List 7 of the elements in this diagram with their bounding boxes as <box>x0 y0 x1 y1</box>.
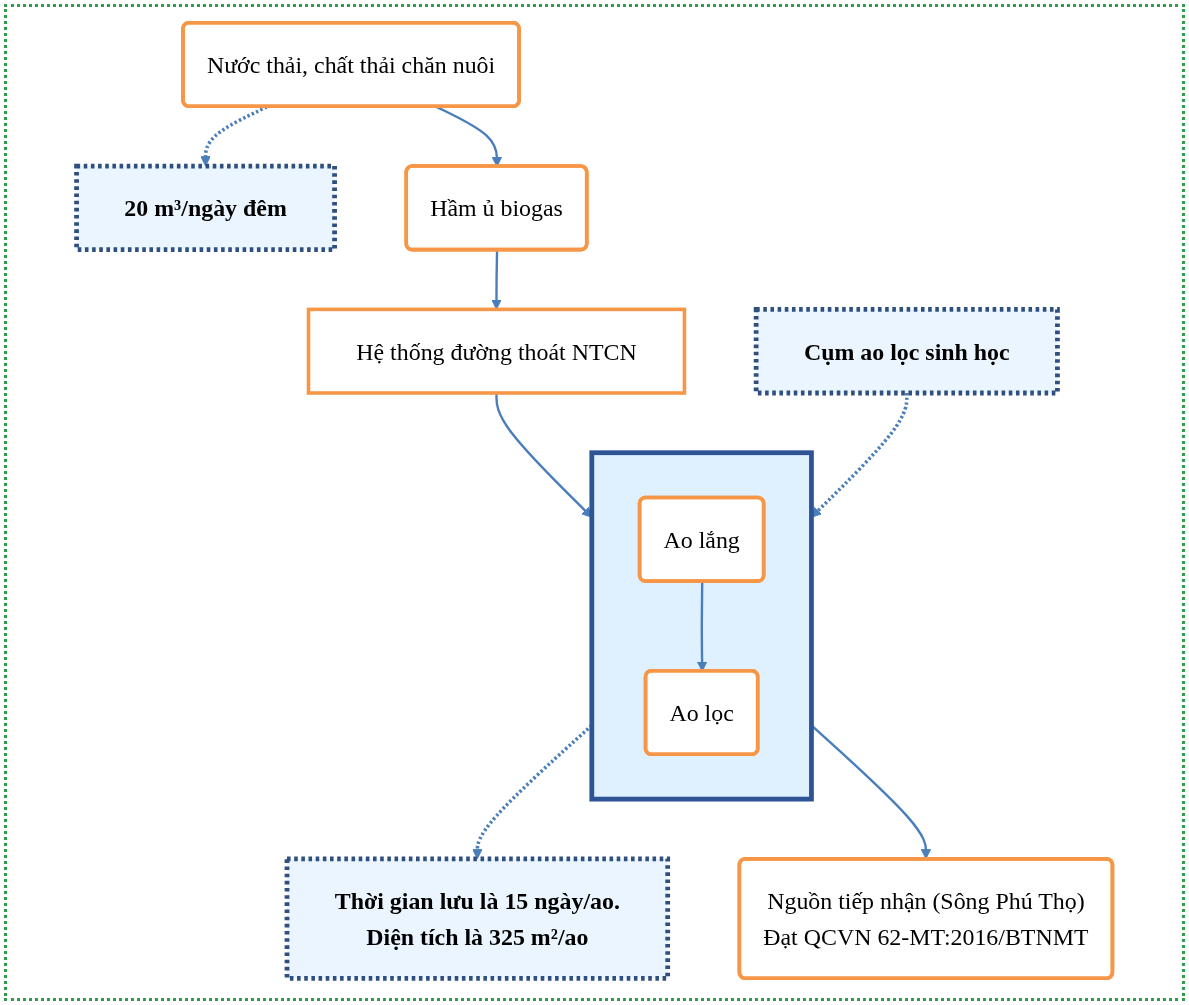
cluster <box>589 450 814 802</box>
node-box <box>284 856 671 981</box>
node-box <box>74 163 337 253</box>
node-box <box>306 307 687 395</box>
arrow <box>491 250 502 310</box>
diagram-frame: Ao lắng Ao lọc Nước thải, chất thải chăn nuôi 20 m³/ngày đêm Hầm ủ biogas Hệ thống đường thoát NTCN Cụm ao lọc sinh học Thời gian lưu là 15 ngày/ao. Diện tích là 325 m²/ao Nguồn tiếp nhận (Sông Phú Thọ) Đạt QCVN 62-MT:2016/BTNMT <box>4 4 1185 1001</box>
node-box <box>753 307 1060 396</box>
